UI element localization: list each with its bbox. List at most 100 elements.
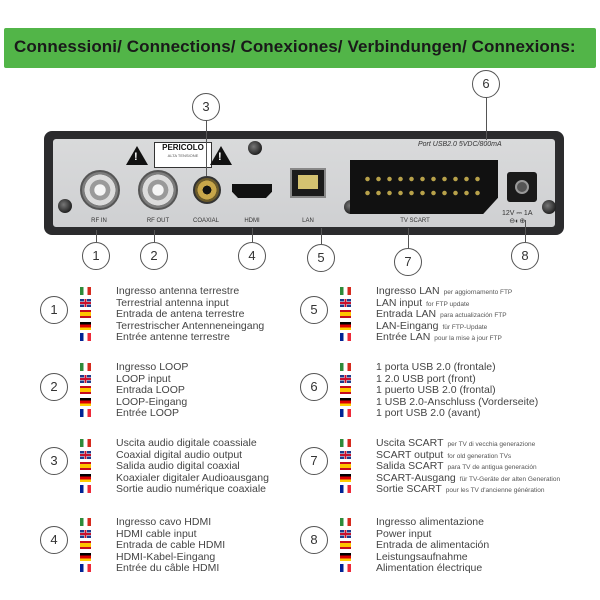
rf-out-label: RF OUT xyxy=(146,218,170,224)
legend-text: Leistungsaufnahme xyxy=(376,551,468,563)
legend-text: Ingresso cavo HDMI xyxy=(116,517,211,528)
screw-icon xyxy=(542,200,556,214)
flag-es-icon xyxy=(340,310,351,318)
legend-text: Terrestrischer Antenneneingang xyxy=(116,319,265,332)
flag-fr-icon xyxy=(340,564,351,572)
dc-power-port xyxy=(507,172,537,202)
leader-line xyxy=(321,228,323,244)
legend-label: SCART output xyxy=(376,448,444,461)
legend-text: LOOP input xyxy=(116,372,171,385)
callout-number: 3 xyxy=(192,93,220,121)
leader-line xyxy=(154,230,156,242)
legend-text: Ingresso alimentazione xyxy=(376,517,484,528)
legend-label: Terrestrischer Antenneneingang xyxy=(116,319,265,332)
legend-number: 4 xyxy=(40,526,68,554)
legend-label: Ingresso alimentazione xyxy=(376,516,484,528)
legend-text: Alimentation électrique xyxy=(376,563,482,574)
legend-note: per TV di vecchia generazione xyxy=(447,441,536,448)
coaxial-label: COAXIAL xyxy=(192,218,219,224)
flag-de-icon xyxy=(80,321,91,330)
legend-text: Koaxialer digitaler Audioausgang xyxy=(116,471,269,484)
flag-es-icon xyxy=(340,462,351,470)
legend-note: pour les TV d'ancienne génération xyxy=(445,487,545,494)
legend-text: Coaxial digital audio output xyxy=(116,449,242,461)
dc-polarity: ⊖◐⊕ xyxy=(509,218,526,225)
flag-de-icon xyxy=(80,552,91,561)
legend-label: Ingresso LAN xyxy=(376,285,440,297)
callout-number: 6 xyxy=(472,70,500,98)
legend-number: 3 xyxy=(40,447,68,475)
dc-power-label: 12V ⎓ 1A ⊖◐⊕ xyxy=(502,210,533,226)
coaxial-port xyxy=(193,176,221,204)
legend-text: Sortie audio numérique coaxiale xyxy=(116,484,266,495)
flag-de-icon xyxy=(340,552,351,561)
legend-text: 1 2.0 USB port (front) xyxy=(376,372,476,385)
legend-label: Koaxialer digitaler Audioausgang xyxy=(116,471,269,484)
danger-sticker-subtitle: ALTA TENSIONE xyxy=(167,153,199,158)
legend-label: 1 puerto USB 2.0 (frontal) xyxy=(376,384,496,396)
legend-text: Entrada de antena terrestre xyxy=(116,309,244,320)
legend-number: 1 xyxy=(40,296,68,324)
dc-power-rating: 12V ⎓ 1A xyxy=(502,210,533,217)
rf-in-label: RF IN xyxy=(91,218,107,224)
flag-es-icon xyxy=(80,386,91,394)
flag-fr-icon xyxy=(80,485,91,493)
legend-label: LOOP-Eingang xyxy=(116,395,188,408)
flag-fr-icon xyxy=(340,409,351,417)
legend-text: HDMI-Kabel-Eingang xyxy=(116,550,216,563)
legend-label: Sortie audio numérique coaxiale xyxy=(116,483,267,495)
flag-es-icon xyxy=(80,541,91,549)
legend-text: Entrada de cable HDMI xyxy=(116,540,225,551)
flag-uk-icon xyxy=(80,298,91,307)
legend-label: LOOP input xyxy=(116,372,171,385)
flag-uk-icon xyxy=(80,374,91,383)
flag-es-icon xyxy=(80,462,91,470)
legend-label: Power input xyxy=(376,527,432,540)
callout-number: 8 xyxy=(511,242,539,270)
legend-label: Entrada de cable HDMI xyxy=(116,539,226,551)
legend-label: Salida audio digital coaxial xyxy=(116,460,240,472)
legend-label: LAN input xyxy=(376,296,423,309)
legend-label: Entrée du câble HDMI xyxy=(116,562,220,574)
legend-number: 8 xyxy=(300,526,328,554)
leader-line xyxy=(525,220,527,242)
legend-text: Ingresso LOOP xyxy=(116,362,188,373)
flag-it-icon xyxy=(80,439,91,447)
legend-number: 5 xyxy=(300,296,328,324)
flag-fr-icon xyxy=(340,333,351,341)
flag-it-icon xyxy=(340,439,351,447)
legend-number: 7 xyxy=(300,447,328,475)
legend-label: Terrestrial antenna input xyxy=(116,296,229,309)
flag-uk-icon xyxy=(340,529,351,538)
legend-label: HDMI-Kabel-Eingang xyxy=(116,550,216,563)
flag-de-icon xyxy=(340,321,351,330)
hdmi-label: HDMI xyxy=(244,218,260,224)
flag-de-icon xyxy=(80,397,91,406)
legend-label: Entrada LAN xyxy=(376,308,437,320)
legend-label: LAN-Eingang xyxy=(376,319,439,332)
legend-text: Ingresso antenna terrestre xyxy=(116,286,239,297)
flag-uk-icon xyxy=(80,450,91,459)
legend-text: Entrée antenne terrestre xyxy=(116,332,230,343)
legend-label: 1 2.0 USB port (front) xyxy=(376,372,476,385)
legend-text: HDMI cable input xyxy=(116,527,197,540)
legend-text: Terrestrial antenna input xyxy=(116,296,229,309)
legend-note: pour la mise à jour FTP xyxy=(434,335,502,342)
legend-note: for old generation TVs xyxy=(447,452,512,460)
legend-text: Entrada LOOP xyxy=(116,385,185,396)
flag-uk-icon xyxy=(80,529,91,538)
screw-icon xyxy=(58,199,72,213)
legend-text: 1 puerto USB 2.0 (frontal) xyxy=(376,385,496,396)
legend-label: Entrada de antena terrestre xyxy=(116,308,245,320)
lan-label: LAN xyxy=(302,218,314,224)
legend-label: HDMI cable input xyxy=(116,527,197,540)
flag-fr-icon xyxy=(340,485,351,493)
